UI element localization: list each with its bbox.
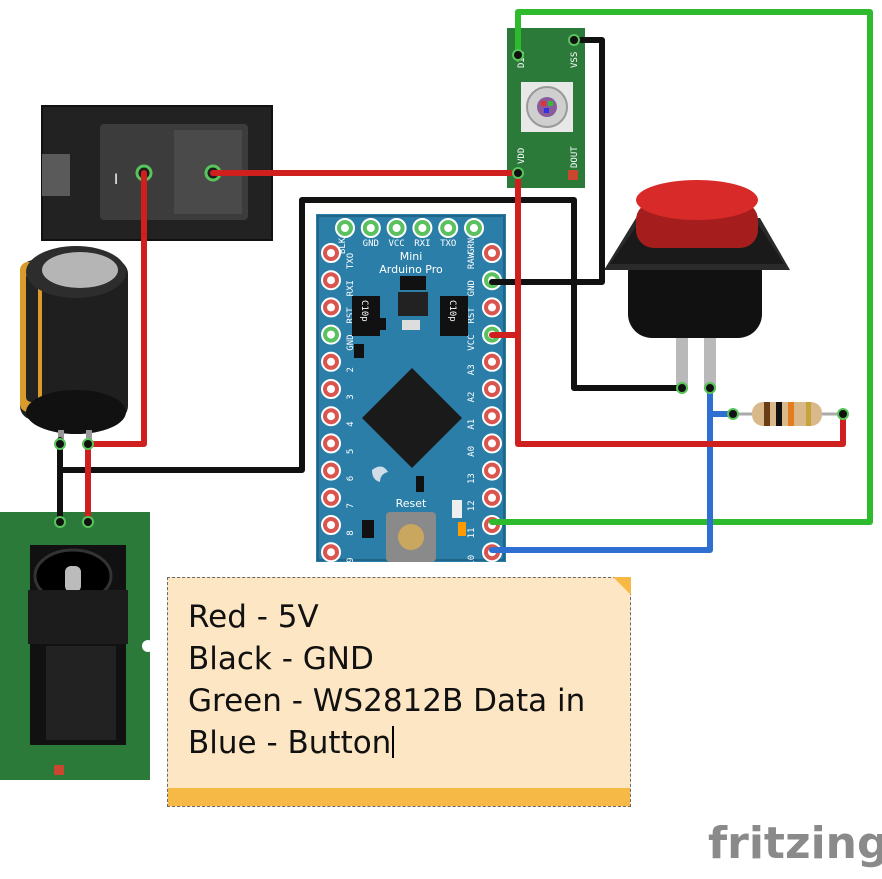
cap-label-2: C10p (447, 300, 457, 322)
top-pin-grn-hole (470, 224, 478, 232)
right-pin-label-13: 13 (467, 473, 477, 484)
left-pin-9-hole (327, 548, 335, 557)
left-pin-6-hole (327, 466, 335, 475)
note-line-black: Black - GND (188, 641, 374, 677)
top-pin-txo-hole (444, 224, 453, 232)
right-pin-label-a1: A1 (467, 419, 477, 430)
wire-data (489, 9, 873, 525)
note-text[interactable]: Red - 5V Black - GND Green - WS2812B Dat… (188, 596, 585, 764)
right-pin-raw-hole (488, 249, 496, 257)
top-pin-label-txo: TXO (440, 239, 456, 249)
left-pin-5-hole (327, 439, 335, 448)
microcontroller-chip (362, 368, 462, 468)
right-pin-label-a0: A0 (467, 446, 477, 457)
fritzing-logo: fritzing (708, 818, 882, 869)
right-pin-label-vcc: VCC (467, 334, 477, 350)
left-pin-label-txo: TXO (346, 253, 356, 269)
wire-gnd-button (57, 197, 685, 473)
led-pin-vss: VSS (570, 52, 580, 68)
left-pin-2-hole (327, 357, 335, 366)
right-pin-label-a2: A2 (467, 392, 477, 403)
wire-5v-switch (85, 170, 147, 525)
right-pin-a0-hole (488, 439, 496, 448)
note-line-green: Green - WS2812B Data in (188, 683, 586, 719)
capacitor (20, 246, 128, 448)
top-pin-label-grn: GRN (467, 238, 477, 254)
cap-label-1: C10p (359, 300, 369, 322)
left-pin-label-rst: RST (346, 307, 356, 324)
left-pin-txo-hole (327, 249, 335, 257)
led-pin-dout: DOUT (570, 146, 580, 168)
right-pin-a3-hole (488, 357, 496, 366)
right-pin-a1-hole (488, 412, 496, 421)
left-pin-label-gnd: GND (346, 334, 356, 350)
note-line-red: Red - 5V (188, 599, 319, 635)
led-pin-din: DIN (517, 52, 527, 68)
top-pin-label-blk: BLK (338, 237, 348, 254)
left-pin-rst-hole (327, 303, 335, 312)
barrel-jack (0, 512, 154, 780)
left-pin-label-6: 6 (346, 476, 356, 481)
right-pin-label-10: 10 (467, 555, 477, 566)
top-pin-vcc-hole (392, 224, 401, 232)
push-button (604, 180, 790, 390)
right-pin-12-hole (488, 493, 496, 502)
reset-label: Reset (396, 497, 427, 510)
right-pin-label-gnd: GND (467, 280, 477, 296)
top-pin-blk-hole (341, 224, 349, 232)
text-caret (392, 726, 395, 758)
board-name-line2: Arduino Pro (379, 263, 443, 276)
resistor (733, 402, 843, 426)
left-pin-gnd-hole (327, 330, 335, 339)
right-pin-label-rst: RST (467, 307, 477, 324)
left-pin-label-5: 5 (346, 449, 356, 454)
right-pin-label-12: 12 (467, 500, 477, 511)
top-pin-label-vcc: VCC (388, 239, 404, 249)
top-pin-label-gnd: GND (363, 239, 379, 249)
right-pin-label-11: 11 (467, 528, 477, 539)
left-pin-label-2: 2 (346, 367, 356, 372)
wires (57, 9, 873, 553)
left-pin-7-hole (327, 493, 335, 502)
right-pin-a2-hole (488, 385, 496, 393)
left-pin-3-hole (327, 385, 335, 393)
wire-gnd-led (489, 37, 605, 285)
top-pin-rxi-hole (418, 224, 427, 232)
left-pin-label-7: 7 (346, 503, 356, 508)
note-line-blue: Blue - Button (188, 725, 392, 761)
left-pin-label-4: 4 (346, 421, 356, 426)
note-corner (613, 577, 631, 595)
note-footer (168, 788, 630, 806)
switch-on-mark: I (114, 172, 118, 188)
left-pin-4-hole (327, 412, 335, 421)
top-pin-label-rxi: RXI (414, 239, 430, 249)
left-pin-8-hole (327, 521, 335, 529)
top-pin-gnd-hole (366, 224, 375, 232)
right-pin-label-raw: RAW (467, 252, 477, 269)
wire-legend-note[interactable]: Red - 5V Black - GND Green - WS2812B Dat… (167, 577, 631, 807)
left-pin-label-3: 3 (346, 394, 356, 399)
left-pin-rxi-hole (327, 276, 335, 285)
board-name-line1: Mini (400, 250, 423, 263)
right-pin-13-hole (488, 466, 496, 475)
right-pin-label-a3: A3 (467, 364, 477, 375)
wire-5v-vcc (515, 170, 846, 447)
wire-endpoints (54, 34, 849, 528)
note-line-blue-wrap: Blue - Button (188, 722, 585, 764)
left-pin-label-9: 9 (346, 557, 356, 562)
left-pin-label-rxi: RXI (346, 280, 356, 296)
led-pin-vdd: VDD (517, 148, 527, 164)
wire-button (489, 411, 736, 553)
right-pin-rst-hole (488, 303, 496, 312)
left-pin-label-8: 8 (346, 530, 356, 535)
